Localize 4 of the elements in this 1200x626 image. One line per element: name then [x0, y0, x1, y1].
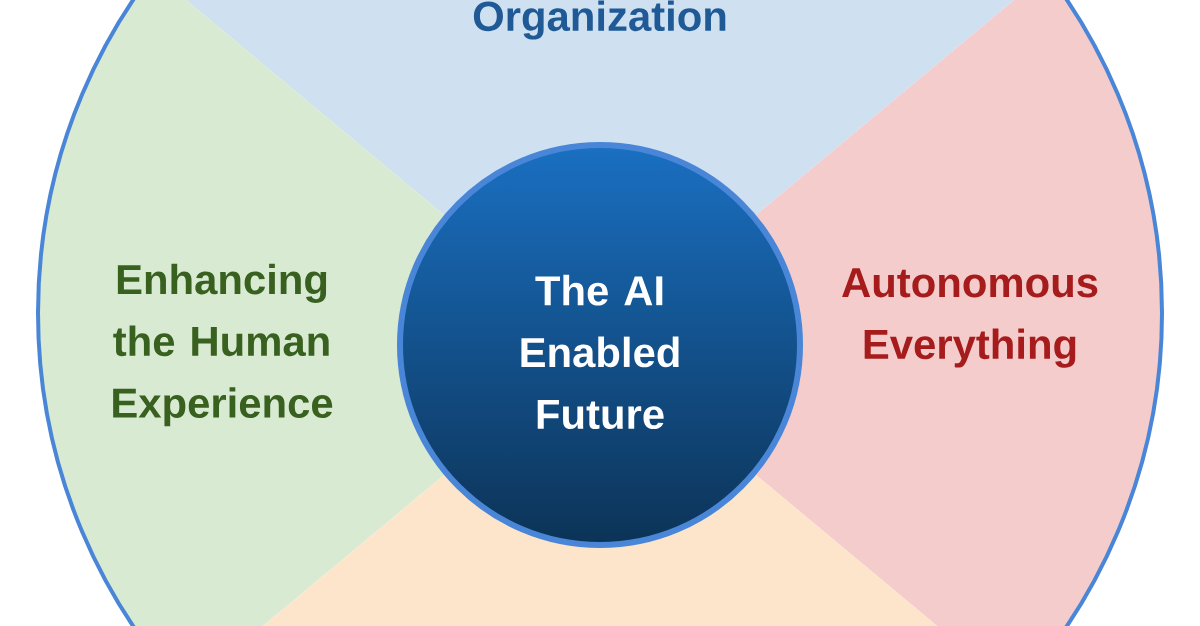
quadrant: Autonomous Everything [753, 0, 1162, 626]
quadrant [262, 473, 938, 626]
quadrant: Enhancing the Human Experience [38, 0, 447, 626]
quadrant: Organization [186, 0, 1014, 217]
